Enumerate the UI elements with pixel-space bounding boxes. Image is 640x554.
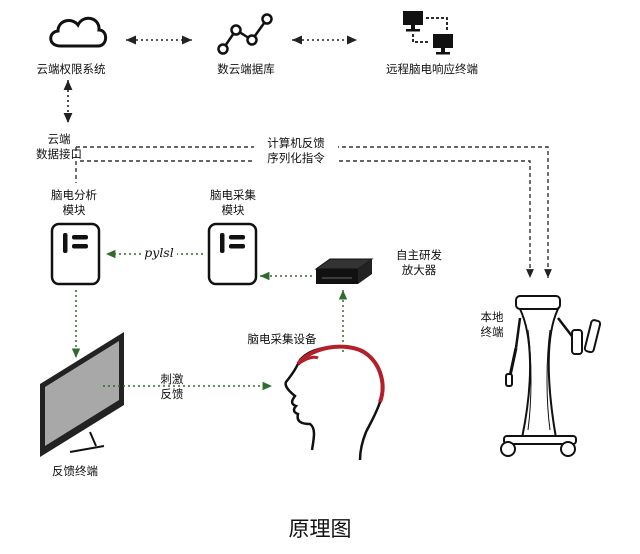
amplifier-box-icon: [314, 258, 374, 284]
amplifier-label: 自主研发 放大器: [396, 248, 442, 277]
network-graph-icon: [217, 13, 273, 55]
acquisition-module-device-icon: [207, 222, 258, 286]
cloud-icon: [49, 16, 108, 48]
analysis-module-device-icon: [50, 222, 101, 286]
local-terminal-label: 本地 终端: [480, 310, 504, 339]
feedback-command-label: 计算机反馈 序列化指令: [254, 136, 338, 166]
remote-terminal-label: 远程脑电响应终端: [386, 62, 478, 76]
stimulus-feedback-label: 刺激 反馈: [160, 372, 184, 401]
pylsl-label: pylsl: [144, 245, 174, 260]
monitor-icon: [40, 332, 124, 457]
remote-computers-icon: [403, 11, 453, 55]
acquisition-module-label: 脑电采集 模块: [210, 188, 256, 217]
cloud-auth-label: 云端权限系统: [36, 62, 106, 76]
figure-caption: 原理图: [288, 517, 352, 541]
exoskeleton-robot-icon: [500, 295, 602, 457]
feedback-terminal-label: 反馈终端: [52, 464, 98, 478]
cloud-db-label: 数云端据库: [217, 62, 275, 76]
eeg-device-label: 脑电采集设备: [247, 332, 317, 346]
head-with-eeg-cap-icon: [284, 344, 385, 461]
cloud-interface-label: 云端 数据接口: [36, 132, 82, 161]
analysis-module-label: 脑电分析 模块: [51, 188, 97, 217]
